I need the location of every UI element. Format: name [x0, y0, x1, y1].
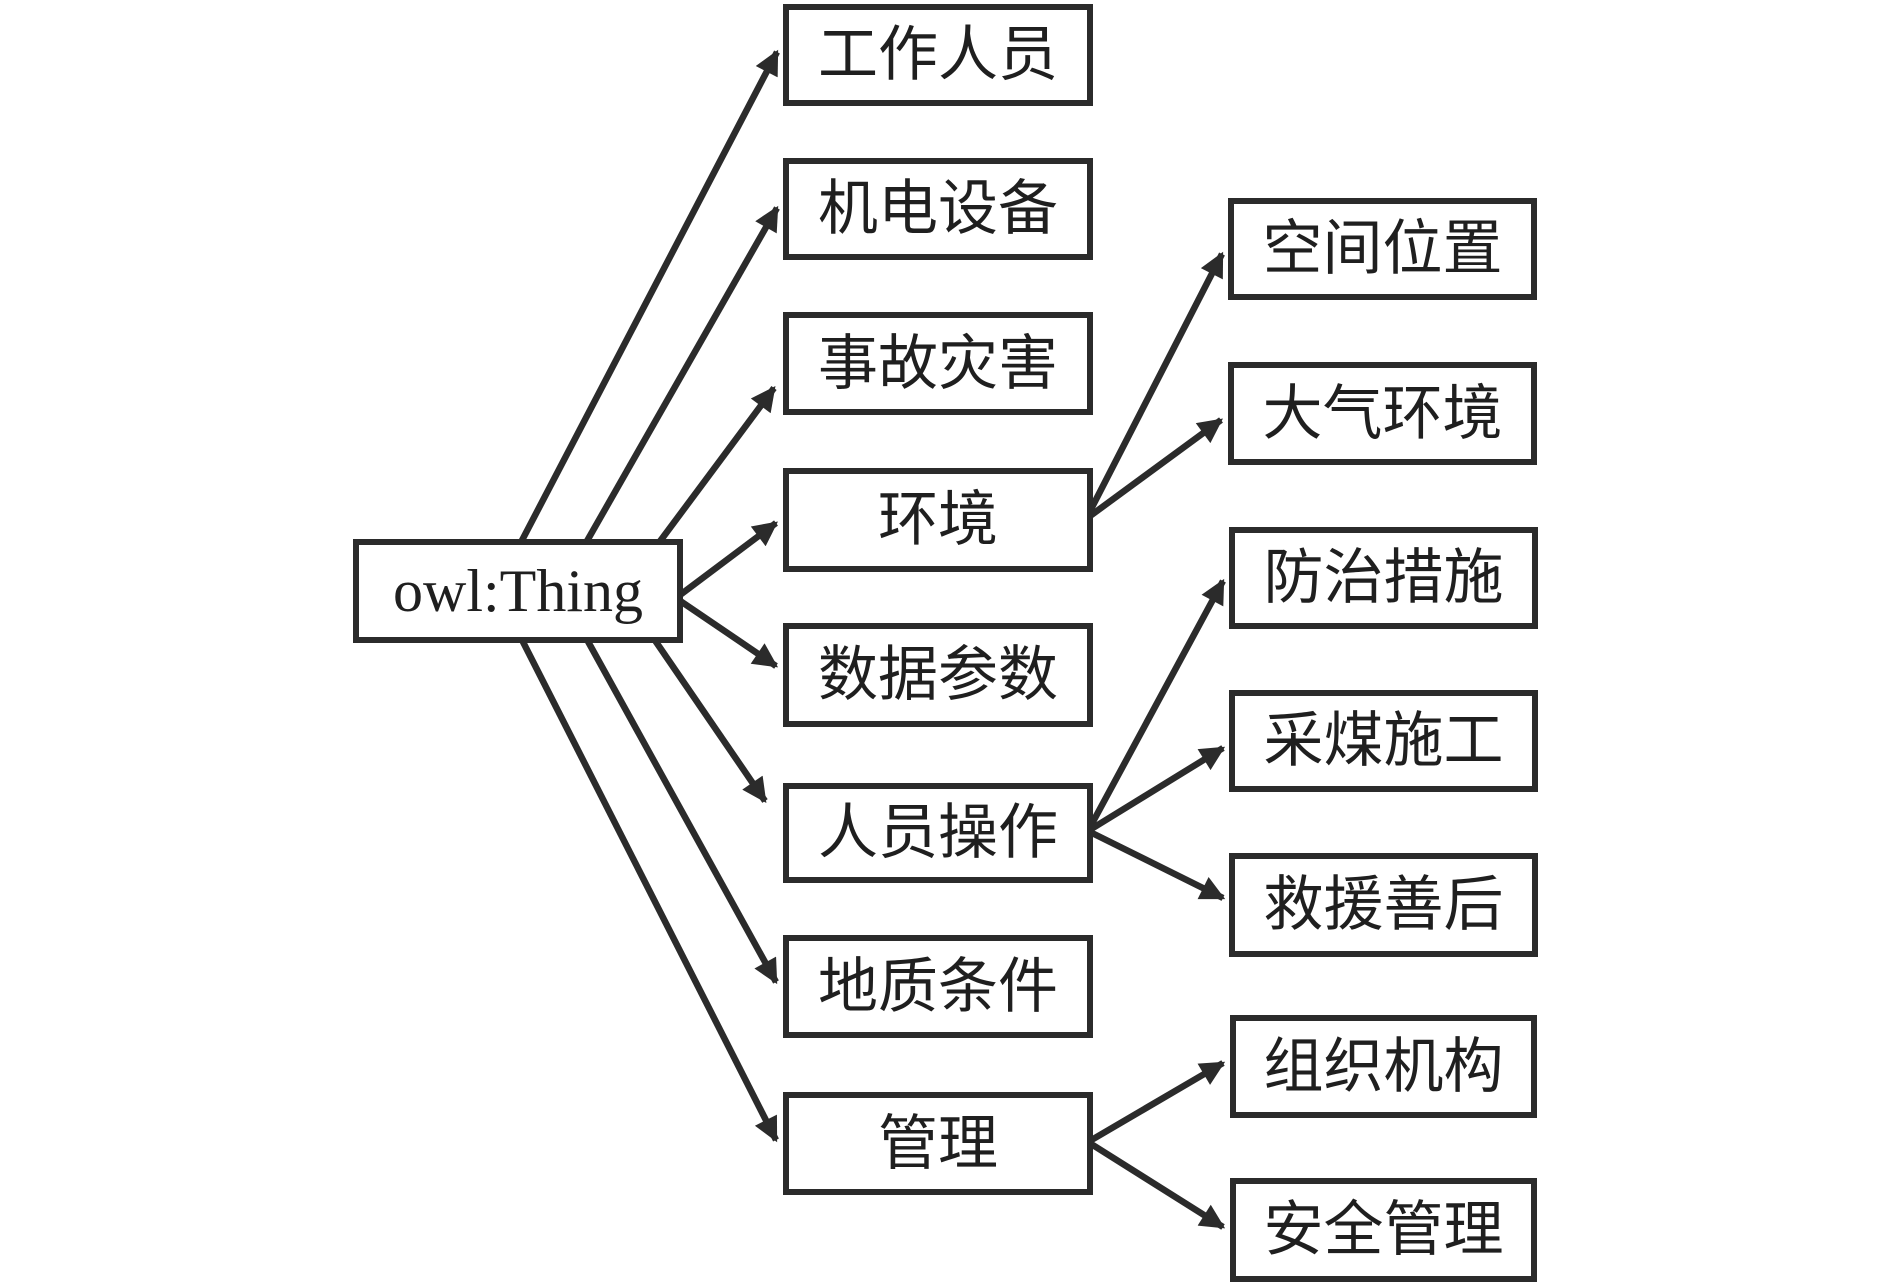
node-management: 管理: [783, 1092, 1093, 1195]
node-organizational-structure: 组织机构: [1230, 1015, 1537, 1118]
edge-environment-spatial: [1083, 251, 1225, 521]
node-equipment: 机电设备: [783, 158, 1093, 260]
edge-root-data-params: [674, 595, 779, 669]
edge-personnel-coal-mining: [1086, 745, 1226, 834]
node-atmospheric-environment: 大气环境: [1228, 362, 1537, 465]
node-data-parameters: 数据参数: [783, 623, 1093, 727]
node-coal-mining-construction: 采煤施工: [1229, 690, 1538, 792]
edge-management-organization: [1086, 1060, 1226, 1145]
edge-root-personnel-ops: [649, 634, 768, 804]
edge-root-equipment: [580, 205, 780, 550]
node-spatial-position: 空间位置: [1228, 198, 1537, 300]
node-staff: 工作人员: [783, 4, 1093, 106]
node-rescue-aftermath: 救援善后: [1229, 853, 1538, 957]
edge-root-geology: [582, 634, 779, 985]
edge-root-accident: [652, 386, 777, 550]
node-accident-disaster: 事故灾害: [783, 312, 1093, 415]
node-geological-conditions: 地质条件: [783, 935, 1093, 1038]
node-prevention-measures: 防治措施: [1229, 527, 1538, 629]
edge-personnel-rescue: [1086, 828, 1226, 901]
node-environment: 环境: [783, 468, 1093, 572]
node-owl-thing: owl:Thing: [353, 539, 683, 643]
edge-root-management: [517, 634, 779, 1143]
node-personnel-operation: 人员操作: [783, 783, 1093, 883]
edge-root-environment: [674, 520, 778, 601]
edge-environment-atmosphere: [1084, 417, 1223, 522]
edge-management-safety: [1086, 1139, 1226, 1230]
edge-personnel-prevention: [1085, 578, 1226, 833]
node-safety-management: 安全管理: [1230, 1178, 1537, 1282]
edge-root-staff: [515, 49, 780, 550]
